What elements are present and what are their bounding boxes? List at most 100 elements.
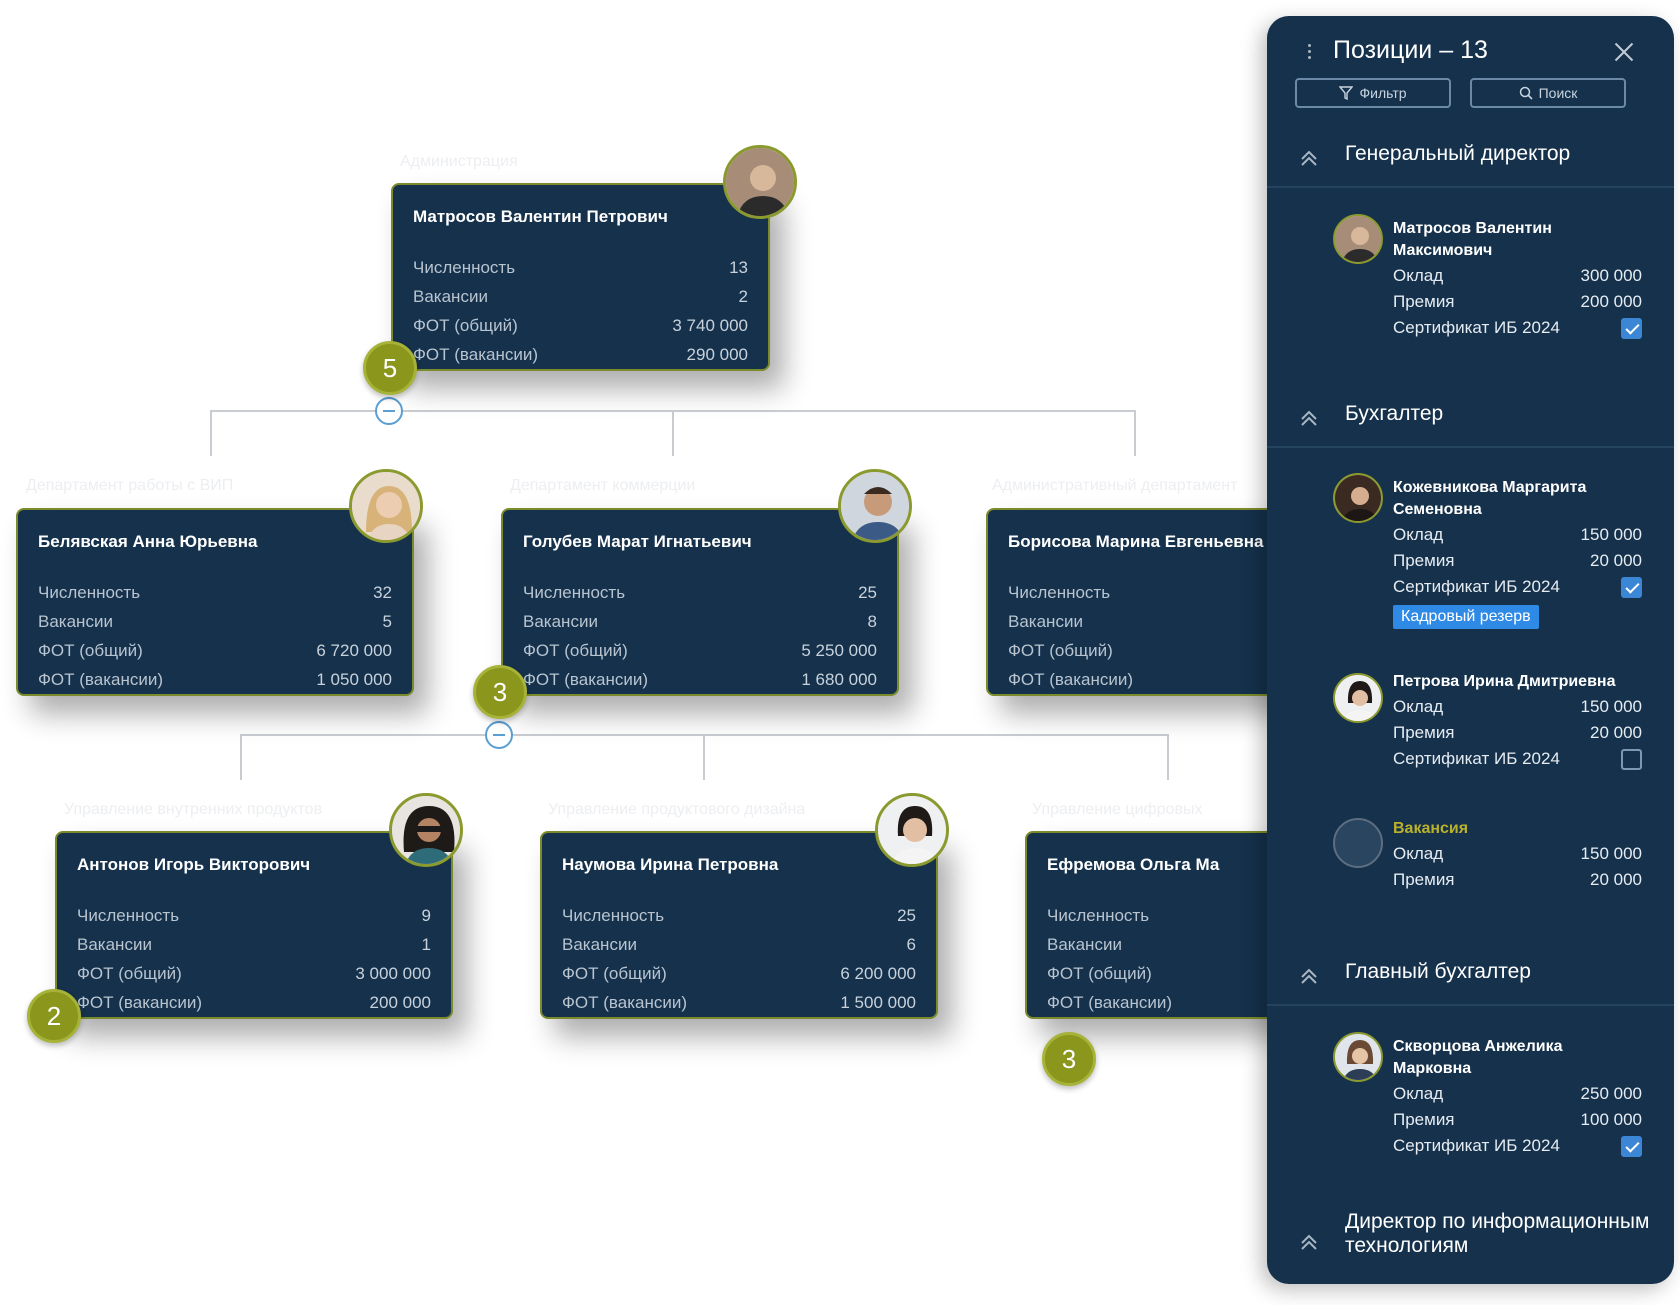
stat-label: Вакансии xyxy=(562,934,637,954)
stat-label: Численность xyxy=(1047,905,1150,925)
avatar xyxy=(1333,673,1383,723)
children-count-badge[interactable]: 3 xyxy=(473,665,527,719)
stat-row: ФОТ (вакансии)200 000 xyxy=(77,988,431,1017)
salary-label: Оклад xyxy=(1393,697,1444,716)
stat-row: Численность 25 xyxy=(523,578,877,607)
salary-value: 150 000 xyxy=(1580,697,1642,716)
bonus-label: Премия xyxy=(1393,551,1455,570)
section-header[interactable]: Бухгалтер xyxy=(1267,388,1674,448)
connector xyxy=(672,410,674,456)
person-icon xyxy=(392,796,460,864)
cert-checkbox[interactable] xyxy=(1621,749,1642,770)
bonus-value: 200 000 xyxy=(1580,292,1642,311)
section-header[interactable]: Директор по информационным технологиям xyxy=(1267,1202,1674,1272)
cert-row: Сертификат ИБ 2024 xyxy=(1393,1136,1642,1157)
stat-value: 6 xyxy=(906,934,916,954)
cert-label: Сертификат ИБ 2024 xyxy=(1393,749,1560,768)
department-label: Управление цифровых xyxy=(1032,801,1203,818)
avatar xyxy=(838,469,912,543)
avatar xyxy=(389,793,463,867)
stat-row: ФОТ (общий) xyxy=(1008,636,1362,665)
stat-value: 25 xyxy=(858,582,877,602)
cert-checkbox[interactable] xyxy=(1621,1136,1642,1157)
children-count-badge[interactable]: 3 xyxy=(1042,1032,1096,1086)
stat-row: ФОТ (вакансии)1 500 000 xyxy=(562,988,916,1017)
vacancy-avatar xyxy=(1333,818,1383,868)
more-icon[interactable] xyxy=(1307,44,1313,62)
stat-label: Вакансии xyxy=(77,934,152,954)
employee-name: Матросов Валентин Максимович xyxy=(1393,220,1552,259)
collapse-button[interactable] xyxy=(485,721,513,749)
collapse-chevron-icon[interactable] xyxy=(1297,1230,1321,1254)
stat-value: 1 680 000 xyxy=(801,669,877,689)
department-label: Управление внутренних продуктов xyxy=(64,801,323,818)
collapse-chevron-icon[interactable] xyxy=(1297,146,1321,170)
person-icon xyxy=(1335,475,1381,521)
avatar xyxy=(1333,1032,1383,1082)
employee-name: Кожевникова Маргарита Семеновна xyxy=(1393,479,1587,518)
stat-value: 25 xyxy=(897,905,916,925)
connector xyxy=(210,410,212,456)
stat-label: ФОТ (вакансии) xyxy=(77,992,203,1012)
stat-row: ФОТ (вакансии) xyxy=(1008,665,1362,694)
stat-row: ФОТ (вакансии) xyxy=(1047,988,1401,1017)
stat-label: ФОТ (вакансии) xyxy=(1047,992,1173,1012)
connector xyxy=(703,734,705,780)
vacancy-label: Вакансия xyxy=(1393,820,1469,837)
stat-row: ФОТ (общий)3 740 000 xyxy=(413,311,748,340)
section-title: Директор по информационным технологиям xyxy=(1345,1210,1650,1257)
stat-label: ФОТ (общий) xyxy=(1047,963,1152,983)
stat-label: ФОТ (общий) xyxy=(413,315,518,335)
section-header[interactable]: Главный бухгалтер xyxy=(1267,946,1674,1006)
cert-checkbox[interactable] xyxy=(1621,318,1642,339)
children-count-badge[interactable]: 5 xyxy=(363,341,417,395)
collapse-button[interactable] xyxy=(375,397,403,425)
avatar xyxy=(1333,214,1383,264)
close-icon[interactable] xyxy=(1612,40,1636,64)
stat-value: 1 xyxy=(421,934,431,954)
department-label: Администрация xyxy=(400,153,518,170)
collapse-chevron-icon[interactable] xyxy=(1297,964,1321,988)
search-button[interactable]: Поиск xyxy=(1470,78,1626,108)
stat-label: Вакансии xyxy=(523,611,598,631)
reserve-tag: Кадровый резерв xyxy=(1393,605,1539,629)
card-name: Наумова Ирина Петровна xyxy=(562,855,779,874)
positions-panel: Позиции – 13 Фильтр Поиск Генеральный ди… xyxy=(1267,16,1674,1284)
card-stats: Численность Вакансии ФОТ (общий) ФОТ (ва… xyxy=(1047,901,1401,1017)
section-header[interactable]: Генеральный директор xyxy=(1267,128,1674,188)
stat-value: 6 720 000 xyxy=(316,640,392,660)
employee-name: Скворцова Анжелика Марковна xyxy=(1393,1038,1563,1077)
person-icon xyxy=(1335,1034,1381,1080)
card-stats: Численность Вакансии ФОТ (общий) ФОТ (ва… xyxy=(1008,578,1362,694)
stat-label: ФОТ (вакансии) xyxy=(562,992,688,1012)
cert-checkbox[interactable] xyxy=(1621,577,1642,598)
person-icon xyxy=(726,148,794,216)
stat-value: 9 xyxy=(421,905,431,925)
department-label: Административный департамент xyxy=(992,477,1238,494)
bonus-value: 20 000 xyxy=(1590,870,1642,889)
stat-label: ФОТ (вакансии) xyxy=(1008,669,1134,689)
section-title: Главный бухгалтер xyxy=(1345,960,1531,983)
stat-label: ФОТ (вакансии) xyxy=(523,669,649,689)
children-count-badge[interactable]: 2 xyxy=(27,989,81,1043)
stat-label: Вакансии xyxy=(413,286,488,306)
collapse-chevron-icon[interactable] xyxy=(1297,406,1321,430)
filter-button[interactable]: Фильтр xyxy=(1295,78,1451,108)
stat-label: Численность xyxy=(523,582,626,602)
stat-row: Численность xyxy=(1008,578,1362,607)
stat-row: ФОТ (общий)5 250 000 xyxy=(523,636,877,665)
stat-row: Вакансии 6 xyxy=(562,930,916,959)
